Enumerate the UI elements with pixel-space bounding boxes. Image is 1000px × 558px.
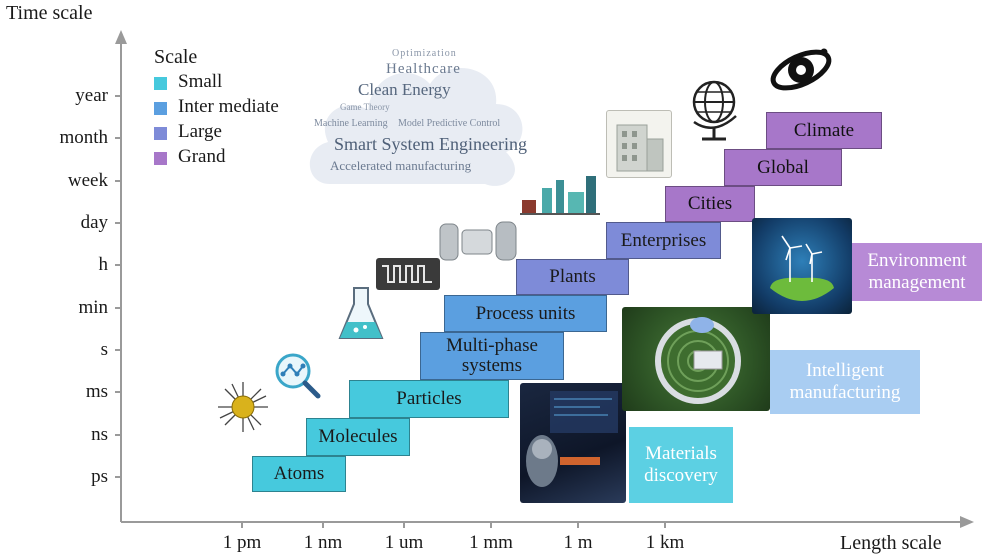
legend-swatch-grand	[154, 152, 167, 165]
y-tick-label: min	[78, 297, 108, 318]
caption-intelligent-manufacturing: Intelligent manufacturing	[770, 350, 920, 414]
molecule-magnifier-icon	[275, 353, 321, 399]
nanoparticle-icon	[218, 382, 268, 432]
legend-swatch-large	[154, 127, 167, 140]
x-tick-label: 1 um	[384, 532, 424, 553]
x-tick-label: 1 m	[563, 532, 593, 553]
x-tick-label: 1 pm	[222, 532, 262, 553]
x-tick-label: 1 nm	[303, 532, 343, 553]
planet-orbit-icon	[770, 48, 832, 91]
word-cloud-term: Clean Energy	[358, 80, 451, 99]
industrial-plant-icon	[520, 176, 600, 215]
legend-label-intermediate: Inter mediate	[178, 96, 279, 117]
word-cloud-term: Smart System Engineering	[334, 134, 527, 154]
y-tick-label: s	[100, 339, 108, 360]
y-tick-label: h	[98, 254, 109, 275]
legend-title: Scale	[154, 46, 198, 68]
step-climate: Climate	[766, 112, 882, 149]
caption-materials-discovery: Materials discovery	[629, 427, 733, 503]
step-particles: Particles	[349, 380, 509, 418]
step-plants: Plants	[516, 259, 629, 295]
step-atoms: Atoms	[252, 456, 346, 492]
y-tick-label: year	[75, 85, 108, 106]
legend-label-small: Small	[178, 71, 223, 92]
wind-turbine-icon	[770, 235, 834, 301]
step-global: Global	[724, 149, 842, 186]
legend-swatch-small	[154, 77, 167, 90]
x-axis-arrow	[960, 516, 974, 528]
process-tanks-icon	[439, 221, 517, 261]
word-cloud-term: Accelerated manufacturing	[330, 158, 472, 173]
word-cloud-term: Machine Learning	[314, 118, 388, 129]
word-cloud-term: Healthcare	[386, 61, 461, 77]
legend-label-large: Large	[178, 121, 222, 142]
y-tick-label: week	[67, 170, 108, 191]
x-axis-title: Length scale	[840, 532, 942, 554]
step-multiphase: Multi-phase systems	[420, 332, 564, 380]
heat-exchanger-icon	[376, 258, 440, 290]
word-cloud-term: Model Predictive Control	[398, 118, 501, 129]
materials-discovery-image	[520, 383, 626, 503]
magnifier-maze-icon	[655, 317, 741, 404]
cloud-shape-icon	[309, 67, 523, 186]
x-tick-label: 1 mm	[469, 532, 513, 553]
step-process-units: Process units	[444, 295, 607, 332]
y-tick-label: ms	[85, 381, 108, 402]
x-tick-label: 1 km	[645, 532, 685, 553]
word-cloud: Optimization Healthcare Clean Energy Sma…	[300, 34, 530, 192]
word-cloud-term: Game Theory	[340, 102, 390, 112]
enterprise-building-image	[606, 110, 672, 178]
y-tick-label: ps	[91, 466, 108, 487]
data-screen-icon	[526, 391, 618, 487]
y-tick-label: month	[59, 127, 108, 148]
flask-icon	[338, 287, 384, 339]
legend-swatch-intermediate	[154, 102, 167, 115]
y-tick-label: ns	[91, 424, 108, 445]
environment-management-image	[752, 218, 852, 314]
step-molecules: Molecules	[306, 418, 410, 456]
intelligent-manufacturing-image	[622, 307, 770, 411]
caption-environment-management: Environment management	[852, 243, 982, 301]
globe-icon	[692, 80, 737, 141]
building-icon	[616, 124, 664, 172]
y-tick-label: day	[80, 212, 108, 233]
word-cloud-term: Optimization	[392, 48, 457, 59]
y-axis-title: Time scale	[6, 2, 93, 24]
step-enterprises: Enterprises	[606, 222, 721, 259]
step-cities: Cities	[665, 186, 755, 222]
legend-label-grand: Grand	[178, 146, 226, 167]
y-axis-arrow	[115, 30, 127, 44]
